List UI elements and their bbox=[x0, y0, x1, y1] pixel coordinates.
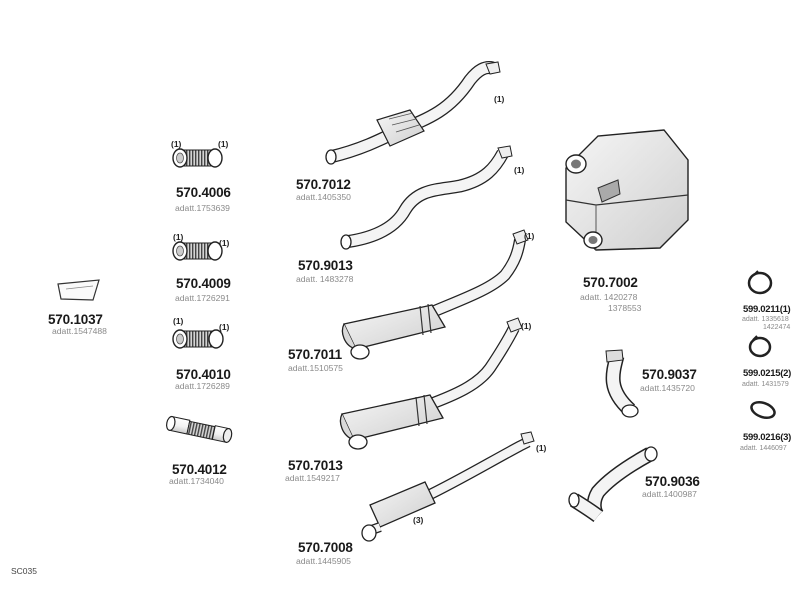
part-number: 570.7012 bbox=[296, 177, 351, 192]
note-marker: (1) bbox=[536, 443, 547, 453]
part-570-1037-drawing bbox=[57, 279, 100, 301]
part-570-4006-drawing bbox=[172, 148, 223, 168]
note-marker: (1) bbox=[219, 322, 230, 332]
part-number: 570.7011 bbox=[288, 347, 342, 362]
part-number: 570.4006 bbox=[176, 185, 231, 200]
part-570-9013-drawing bbox=[340, 145, 513, 250]
adatt-reference: adatt.1753639 bbox=[175, 203, 230, 213]
part-number: 599.0216(3) bbox=[743, 432, 791, 443]
note-marker: (1) bbox=[218, 139, 229, 149]
note-marker: (3) bbox=[413, 515, 424, 525]
adatt-reference: adatt.1405350 bbox=[296, 192, 351, 202]
adatt-reference: adatt.1547488 bbox=[52, 326, 107, 336]
note-marker: (1) bbox=[524, 231, 535, 241]
part-number: 570.4012 bbox=[172, 462, 227, 477]
part-570-4010-drawing bbox=[172, 329, 224, 349]
part-number: 570.9037 bbox=[642, 367, 697, 382]
part-570-9037-drawing bbox=[605, 349, 639, 418]
adatt-reference: adatt.1435720 bbox=[640, 383, 695, 393]
adatt-reference: adatt.1726291 bbox=[175, 293, 230, 303]
adatt-reference: adatt. 1335618 bbox=[742, 316, 789, 323]
sheet-code: SC035 bbox=[11, 566, 37, 576]
adatt-reference: adatt.1549217 bbox=[285, 473, 340, 483]
adatt-reference-2: 1422474 bbox=[763, 324, 791, 331]
part-number: 570.1037 bbox=[48, 312, 103, 327]
adatt-reference: adatt. 1446097 bbox=[740, 445, 787, 452]
part-599-0211-drawing bbox=[747, 270, 773, 295]
adatt-reference: adatt. 1431579 bbox=[742, 381, 789, 388]
part-570-7012-drawing bbox=[325, 61, 501, 165]
part-570-7002-drawing bbox=[565, 129, 689, 251]
part-570-7013-drawing bbox=[339, 317, 523, 450]
note-marker: (1) bbox=[173, 316, 184, 326]
part-number: 599.0211(1) bbox=[743, 304, 791, 315]
part-number: 570.4009 bbox=[176, 276, 231, 291]
adatt-reference: adatt. 1420278 bbox=[580, 292, 638, 302]
note-marker: (1) bbox=[514, 165, 525, 175]
adatt-reference-2: 1378553 bbox=[608, 303, 642, 313]
note-marker: (1) bbox=[521, 321, 532, 331]
note-marker: (1) bbox=[171, 139, 182, 149]
adatt-reference: adatt. 1483278 bbox=[296, 274, 354, 284]
adatt-reference: adatt.1400987 bbox=[642, 489, 697, 499]
part-570-9036-drawing bbox=[568, 446, 658, 523]
adatt-reference: adatt.1510575 bbox=[288, 363, 343, 373]
part-570-4012-drawing bbox=[166, 415, 233, 443]
part-570-4009-drawing bbox=[172, 241, 223, 261]
adatt-reference: adatt.1445905 bbox=[296, 556, 351, 566]
part-number: 570.7002 bbox=[583, 275, 638, 290]
part-number: 599.0215(2) bbox=[743, 368, 791, 379]
part-599-0216-drawing bbox=[750, 400, 776, 420]
note-marker: (1) bbox=[219, 238, 230, 248]
adatt-reference: adatt.1734040 bbox=[169, 476, 224, 486]
part-number: 570.7013 bbox=[288, 458, 343, 473]
adatt-reference: adatt.1726289 bbox=[175, 381, 230, 391]
part-number: 570.7008 bbox=[298, 540, 353, 555]
note-marker: (1) bbox=[173, 232, 184, 242]
part-599-0215-drawing bbox=[748, 335, 772, 358]
note-marker: (1) bbox=[494, 94, 505, 104]
part-number: 570.9036 bbox=[645, 474, 700, 489]
part-number: 570.9013 bbox=[298, 258, 353, 273]
part-570-7008-drawing bbox=[361, 431, 535, 542]
part-570-7011-drawing bbox=[341, 229, 529, 360]
part-number: 570.4010 bbox=[176, 367, 231, 382]
